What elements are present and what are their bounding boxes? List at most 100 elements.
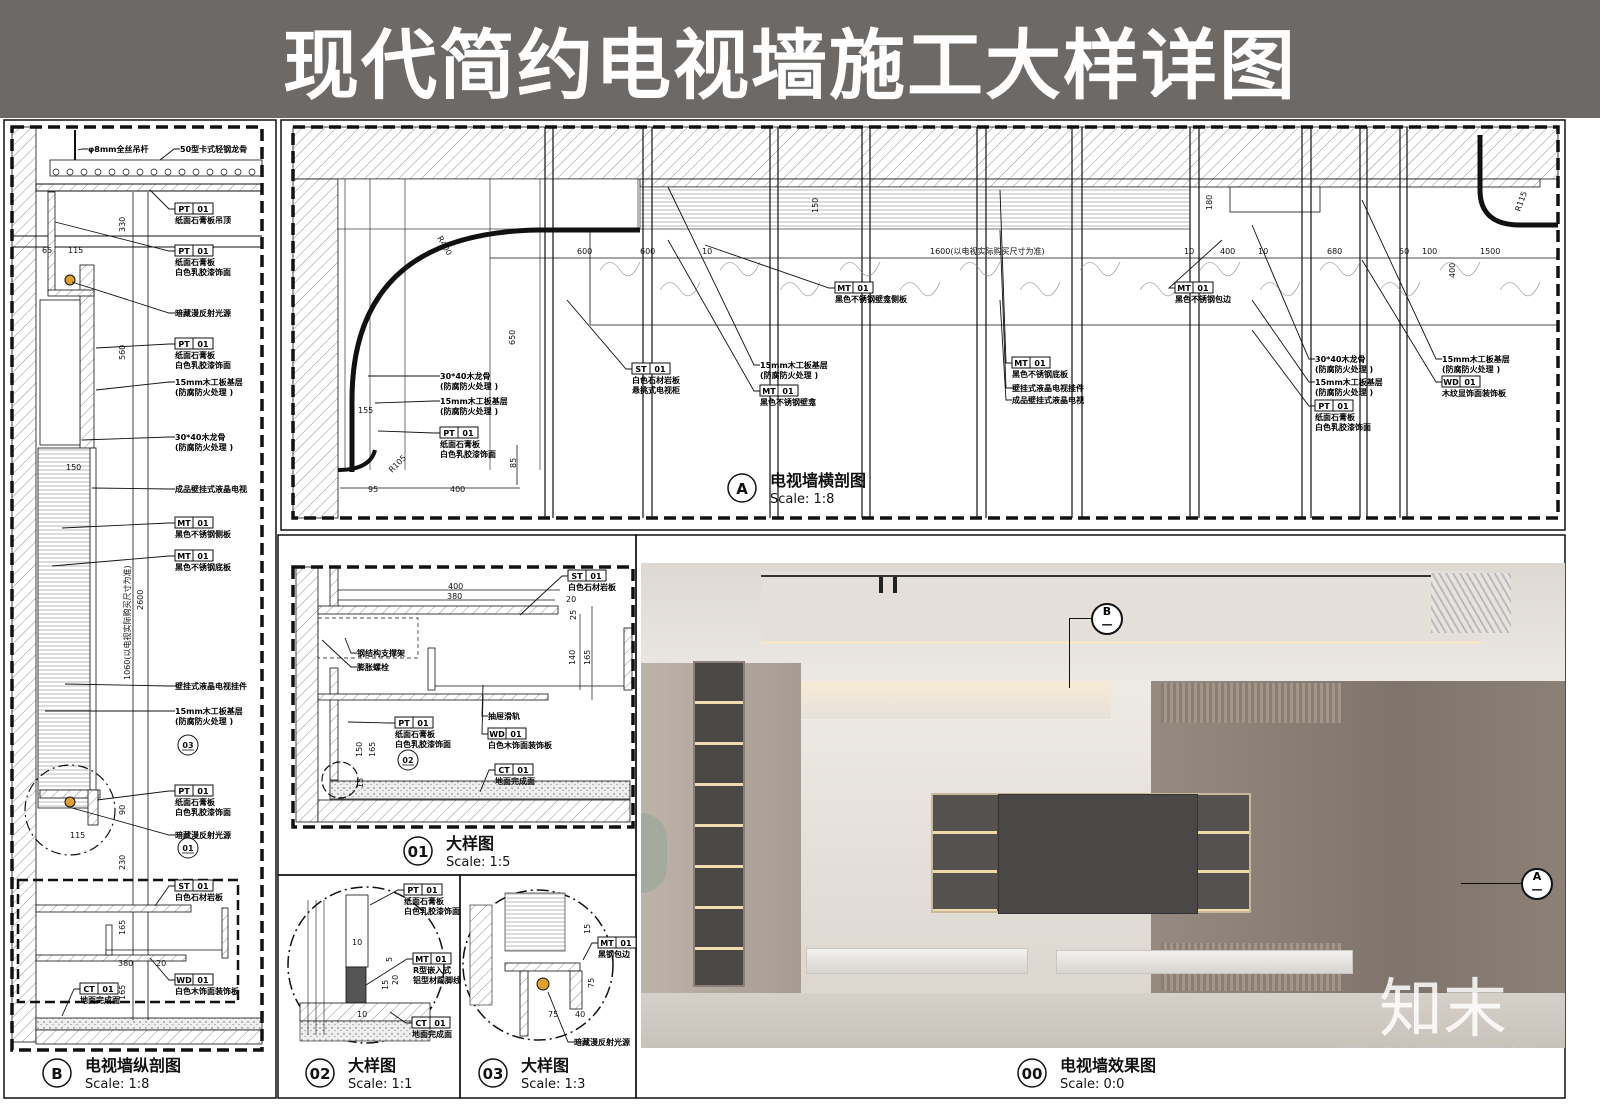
material-number: 01 bbox=[1197, 284, 1209, 293]
panel-title: 电视墙纵剖图 bbox=[85, 1056, 181, 1075]
d01-cabinet-bottom bbox=[317, 693, 549, 701]
dimension-text: 10 bbox=[357, 1010, 367, 1019]
callout-tag-box bbox=[412, 716, 434, 729]
callout: 成品壁挂式液晶电视 bbox=[999, 299, 1084, 405]
callout-text: 15mm木工板基层 bbox=[175, 377, 243, 387]
callout-text: 暗藏漫反射光源 bbox=[574, 1037, 630, 1047]
material-number: 01 bbox=[197, 340, 209, 349]
dimension-text: 10 bbox=[702, 247, 712, 256]
callout-text: 白色乳胶漆饰面 bbox=[175, 807, 231, 817]
corner-r115 bbox=[1477, 135, 1558, 228]
callout-text: 暗藏漫反射光源 bbox=[175, 830, 231, 840]
leader-line bbox=[566, 299, 632, 370]
leader-line bbox=[96, 790, 175, 801]
material-number: 01 bbox=[102, 985, 114, 994]
material-number: 01 bbox=[197, 787, 209, 796]
dimension-text: 165 bbox=[583, 650, 592, 665]
callout-text: 纸面石膏板 bbox=[395, 729, 436, 739]
callout-text: (防腐防火处理 ) bbox=[440, 406, 498, 416]
marble-vein bbox=[1319, 261, 1361, 277]
dimension-text: 40 bbox=[575, 1010, 585, 1019]
material-code: ST bbox=[571, 572, 583, 581]
panel-scale: Scale: 0:0 bbox=[1060, 1077, 1124, 1092]
d03-trim bbox=[569, 970, 583, 1010]
leader-line bbox=[344, 637, 357, 654]
dimension-text: 15 bbox=[381, 980, 390, 990]
callout-tag-box bbox=[429, 1016, 451, 1029]
leader-line bbox=[365, 958, 413, 986]
dimension-text: R115 bbox=[1513, 190, 1529, 213]
ceiling-slab bbox=[292, 126, 1559, 180]
light-trough bbox=[1229, 186, 1321, 213]
material-number: 01 bbox=[654, 365, 666, 374]
callout-text: 纸面石膏板吊顶 bbox=[175, 215, 231, 225]
niche-shelves-left bbox=[933, 795, 997, 911]
callout-tag-box bbox=[192, 244, 214, 257]
callout-text: 15mm木工板基层 bbox=[1442, 354, 1510, 364]
marble-vein bbox=[1019, 281, 1061, 297]
callout-text: φ8mm全丝吊杆 bbox=[88, 144, 149, 154]
panel-a-frame bbox=[280, 119, 1566, 531]
callout-tag-box bbox=[585, 569, 607, 582]
material-code: MT bbox=[1014, 359, 1028, 368]
leader-line bbox=[519, 575, 568, 616]
dimension-text: 230 bbox=[118, 855, 127, 870]
callout-text: 白色乳胶漆饰面 bbox=[395, 739, 451, 749]
callout-text: (防腐防火处理 ) bbox=[175, 442, 233, 452]
dimension-text: 25 bbox=[569, 610, 578, 620]
leader-line bbox=[81, 436, 175, 441]
callout-text: (防腐防火处理 ) bbox=[1442, 364, 1500, 374]
callout: 抽屉滑轨 bbox=[481, 684, 520, 721]
d02-skirting bbox=[345, 966, 367, 1004]
leader-line bbox=[369, 889, 404, 906]
material-code: MT bbox=[177, 552, 191, 561]
detail-marker-label: 03 bbox=[182, 741, 193, 750]
dimension-text: 65 bbox=[42, 246, 52, 255]
material-code: PT bbox=[178, 247, 190, 256]
material-number: 01 bbox=[426, 886, 438, 895]
leader-line bbox=[77, 148, 88, 151]
callout-text: 膨胀螺栓 bbox=[356, 662, 389, 672]
tv-body bbox=[37, 447, 94, 809]
material-number: 01 bbox=[510, 730, 522, 739]
dimension-text: 165 bbox=[118, 985, 127, 1000]
callout: 15mm木工板基层(防腐防火处理 ) bbox=[374, 396, 508, 416]
material-code: CT bbox=[415, 1019, 427, 1028]
dimension-text: 600 bbox=[640, 247, 655, 256]
panel-scale: Scale: 1:5 bbox=[446, 855, 510, 870]
stone-shelf bbox=[35, 904, 192, 913]
callout-text: 悬挑式电视柜 bbox=[631, 385, 680, 395]
leader-line bbox=[1167, 239, 1223, 289]
material-code: CT bbox=[498, 766, 510, 775]
material-code: ST bbox=[635, 365, 647, 374]
callout-text: 纸面石膏板 bbox=[404, 896, 445, 906]
panel-title: 电视墙效果图 bbox=[1060, 1056, 1156, 1075]
dimension-text: 155 bbox=[358, 406, 373, 415]
panel-b-dashed-border bbox=[10, 125, 264, 1052]
panel-scale: Scale: 1:8 bbox=[770, 492, 834, 507]
callout-text: 地面完成面 bbox=[412, 1029, 452, 1039]
leader-line bbox=[1251, 329, 1315, 407]
marble-vein bbox=[659, 281, 701, 297]
dimension-text: 15 bbox=[356, 778, 365, 788]
callout-tag-box bbox=[649, 362, 671, 375]
left-wall bbox=[292, 178, 339, 519]
keel-clip bbox=[150, 168, 158, 176]
dimension-text: 680 bbox=[1327, 247, 1342, 256]
material-code: ST bbox=[178, 882, 190, 891]
material-code: PT bbox=[407, 886, 419, 895]
watermark-logo: 知末 bbox=[1379, 973, 1507, 1047]
drawer-front bbox=[221, 907, 229, 959]
leader-line bbox=[51, 555, 175, 567]
keel-clip bbox=[94, 168, 102, 176]
material-code: WD bbox=[176, 976, 192, 985]
d03-board bbox=[504, 962, 581, 972]
material-number: 01 bbox=[197, 976, 209, 985]
dimension-text: 75 bbox=[548, 1010, 558, 1019]
tv-cabinet-right bbox=[1056, 950, 1353, 974]
